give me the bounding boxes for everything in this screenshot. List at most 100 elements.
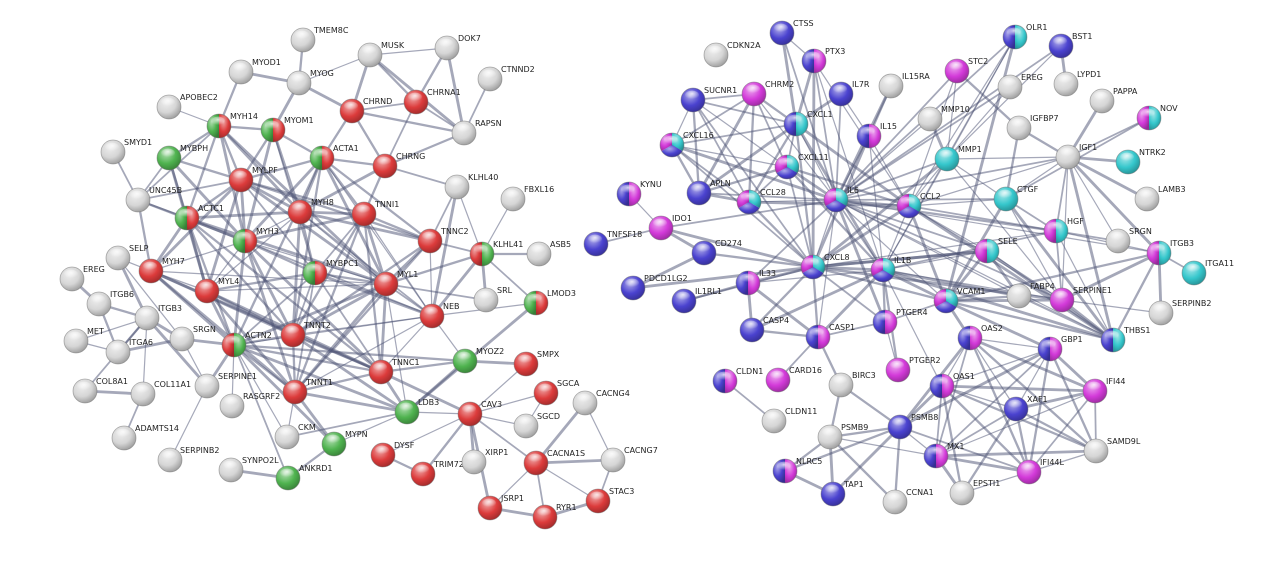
node-ctss[interactable]: CTSS (769, 19, 814, 46)
node-col8a1[interactable]: COL8A1 (72, 377, 128, 404)
node-cd274[interactable]: CD274 (691, 239, 742, 266)
node-smyd1[interactable]: SMYD1 (100, 138, 152, 165)
node-selp[interactable]: SELP (105, 244, 149, 271)
node-apobec2[interactable]: APOBEC2 (156, 93, 218, 120)
node-ifi44l[interactable]: IFI44L (1016, 458, 1065, 485)
node-cacng7[interactable]: CACNG7 (600, 446, 658, 473)
node-serpinb2[interactable]: SERPINB2 (1148, 299, 1211, 326)
node-il33[interactable]: IL33 (735, 269, 776, 296)
node-ckm[interactable]: CKM (274, 423, 316, 450)
node-actc1[interactable]: ACTC1 (174, 204, 224, 231)
node-birc3[interactable]: BIRC3 (828, 371, 876, 398)
node-thbs1[interactable]: THBS1 (1100, 326, 1150, 353)
node-ptger2[interactable]: PTGER2 (885, 356, 941, 383)
node-tnnt2[interactable]: TNNT2 (280, 321, 331, 348)
node-adamts14[interactable]: ADAMTS14 (111, 424, 179, 451)
node-casp4[interactable]: CASP4 (739, 316, 789, 343)
node-cav3[interactable]: CAV3 (457, 400, 502, 427)
node-sele[interactable]: SELE (974, 237, 1018, 264)
node-sucnr1[interactable]: SUCNR1 (680, 86, 737, 113)
node-chrna1[interactable]: CHRNA1 (403, 88, 461, 115)
node-ccna1[interactable]: CCNA1 (882, 488, 934, 515)
node-tap1[interactable]: TAP1 (820, 480, 864, 507)
node-cxcl16[interactable]: CXCL16 (659, 131, 714, 158)
node-myl4[interactable]: MYL4 (194, 277, 239, 304)
node-cxcl8[interactable]: CXCL8 (800, 253, 850, 280)
node-neb[interactable]: NEB (419, 302, 460, 329)
node-itgb3[interactable]: ITGB3 (134, 304, 182, 331)
node-col11a1[interactable]: COL11A1 (130, 380, 191, 407)
node-samd9l[interactable]: SAMD9L (1083, 437, 1141, 464)
node-fabp4[interactable]: FABP4 (1006, 282, 1055, 309)
node-actn2[interactable]: ACTN2 (221, 331, 272, 358)
node-pappa[interactable]: PAPPA (1089, 87, 1138, 114)
node-igf1[interactable]: IGF1 (1055, 143, 1097, 170)
node-serpine1[interactable]: SERPINE1 (194, 372, 257, 399)
node-synpo2l[interactable]: SYNPO2L (218, 456, 279, 483)
node-psmb9[interactable]: PSMB9 (817, 423, 868, 450)
node-cacng4[interactable]: CACNG4 (572, 389, 630, 416)
node-ctnnd2[interactable]: CTNND2 (477, 65, 535, 92)
node-tnfsf18[interactable]: TNFSF18 (583, 230, 642, 257)
node-chrm2[interactable]: CHRM2 (741, 80, 794, 107)
node-hgf[interactable]: HGF (1043, 217, 1084, 244)
node-ryr1[interactable]: RYR1 (532, 503, 577, 530)
node-tmem8c[interactable]: TMEM8C (290, 26, 349, 53)
node-card16[interactable]: CARD16 (765, 366, 822, 393)
node-myh7[interactable]: MYH7 (138, 257, 185, 284)
node-srl[interactable]: SRL (473, 286, 513, 313)
node-oas2[interactable]: OAS2 (957, 324, 1003, 351)
node-mylpf[interactable]: MYLPF (228, 166, 278, 193)
node-xaf1[interactable]: XAF1 (1003, 395, 1048, 422)
node-mybpc1[interactable]: MYBPC1 (302, 259, 359, 286)
node-lamb3[interactable]: LAMB3 (1134, 185, 1186, 212)
node-myoz2[interactable]: MYOZ2 (452, 347, 504, 374)
node-srgn[interactable]: SRGN (1105, 227, 1152, 254)
node-itga6[interactable]: ITGA6 (105, 338, 153, 365)
node-itgb6[interactable]: ITGB6 (86, 290, 134, 317)
node-xirp1[interactable]: XIRP1 (461, 448, 508, 475)
node-ctgf[interactable]: CTGF (993, 185, 1039, 212)
node-acta1[interactable]: ACTA1 (309, 144, 359, 171)
node-ptger4[interactable]: PTGER4 (872, 308, 928, 335)
node-srgn[interactable]: SRGN (169, 325, 216, 352)
node-igfbp7[interactable]: IGFBP7 (1006, 114, 1059, 141)
node-vcam1[interactable]: VCAM1 (933, 287, 986, 314)
node-ccl2[interactable]: CCL2 (896, 192, 941, 219)
node-oas1[interactable]: OAS1 (929, 372, 975, 399)
node-myh14[interactable]: MYH14 (206, 112, 258, 139)
node-cdkn2a[interactable]: CDKN2A (703, 41, 761, 68)
node-myh8[interactable]: MYH8 (287, 198, 334, 225)
node-apln[interactable]: APLN (686, 179, 731, 206)
node-mmp1[interactable]: MMP1 (934, 145, 982, 172)
node-myh3[interactable]: MYH3 (232, 227, 279, 254)
node-il1b[interactable]: IL1B (870, 256, 911, 283)
node-mx1[interactable]: MX1 (923, 442, 964, 469)
node-chrnd[interactable]: CHRND (339, 97, 392, 124)
node-ldb3[interactable]: LDB3 (394, 398, 439, 425)
node-myod1[interactable]: MYOD1 (228, 58, 281, 85)
node-psmb8[interactable]: PSMB8 (887, 413, 938, 440)
node-ifi44[interactable]: IFI44 (1082, 377, 1126, 404)
node-tnni1[interactable]: TNNI1 (351, 200, 399, 227)
node-pdcd1lg2[interactable]: PDCD1LG2 (620, 274, 688, 301)
node-epsti1[interactable]: EPSTI1 (949, 479, 1000, 506)
node-ereg[interactable]: EREG (59, 265, 105, 292)
node-lmod3[interactable]: LMOD3 (523, 289, 576, 316)
node-cxcl11[interactable]: CXCL11 (774, 153, 829, 180)
node-cldn1[interactable]: CLDN1 (712, 367, 763, 394)
node-il1rl1[interactable]: IL1RL1 (671, 287, 722, 314)
node-casp1[interactable]: CASP1 (805, 323, 855, 350)
node-ankrd1[interactable]: ANKRD1 (275, 464, 333, 491)
node-smpx[interactable]: SMPX (513, 350, 560, 377)
node-serpine1[interactable]: SERPINE1 (1049, 286, 1112, 313)
node-lypd1[interactable]: LYPD1 (1053, 70, 1101, 97)
node-bst1[interactable]: BST1 (1048, 32, 1092, 59)
node-klhl40[interactable]: KLHL40 (444, 173, 498, 200)
node-cacna1s[interactable]: CACNA1S (523, 449, 585, 476)
node-rapsn[interactable]: RAPSN (451, 119, 502, 146)
node-jsrp1[interactable]: JSRP1 (477, 494, 524, 521)
node-cldn11[interactable]: CLDN11 (761, 407, 817, 434)
node-kynu[interactable]: KYNU (616, 180, 662, 207)
node-trim72[interactable]: TRIM72 (410, 460, 464, 487)
